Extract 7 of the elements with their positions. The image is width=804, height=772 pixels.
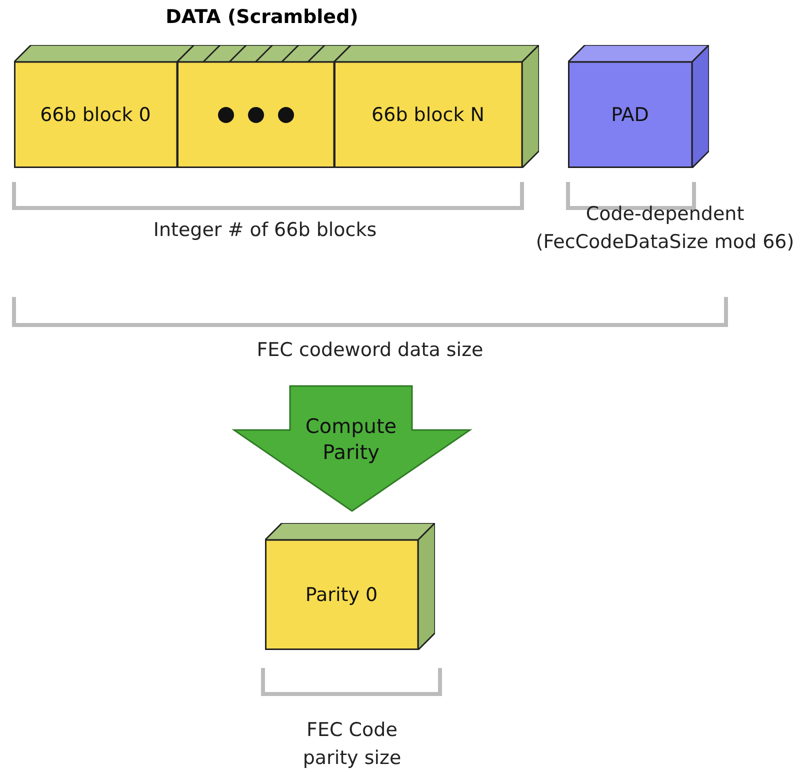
dimension-label: FEC codeword data size — [256, 338, 484, 363]
dimension-label: FEC Code parity size — [302, 718, 402, 771]
heading: DATA (Scrambled) — [164, 6, 360, 28]
arrow-shape: Compute Parity — [232, 385, 472, 512]
dimension-label: Code-dependent (FecCodeDataSize mod 66) — [534, 202, 796, 255]
dimension-label: Integer # of 66b blocks — [152, 218, 378, 243]
block-3d — [177, 45, 351, 168]
